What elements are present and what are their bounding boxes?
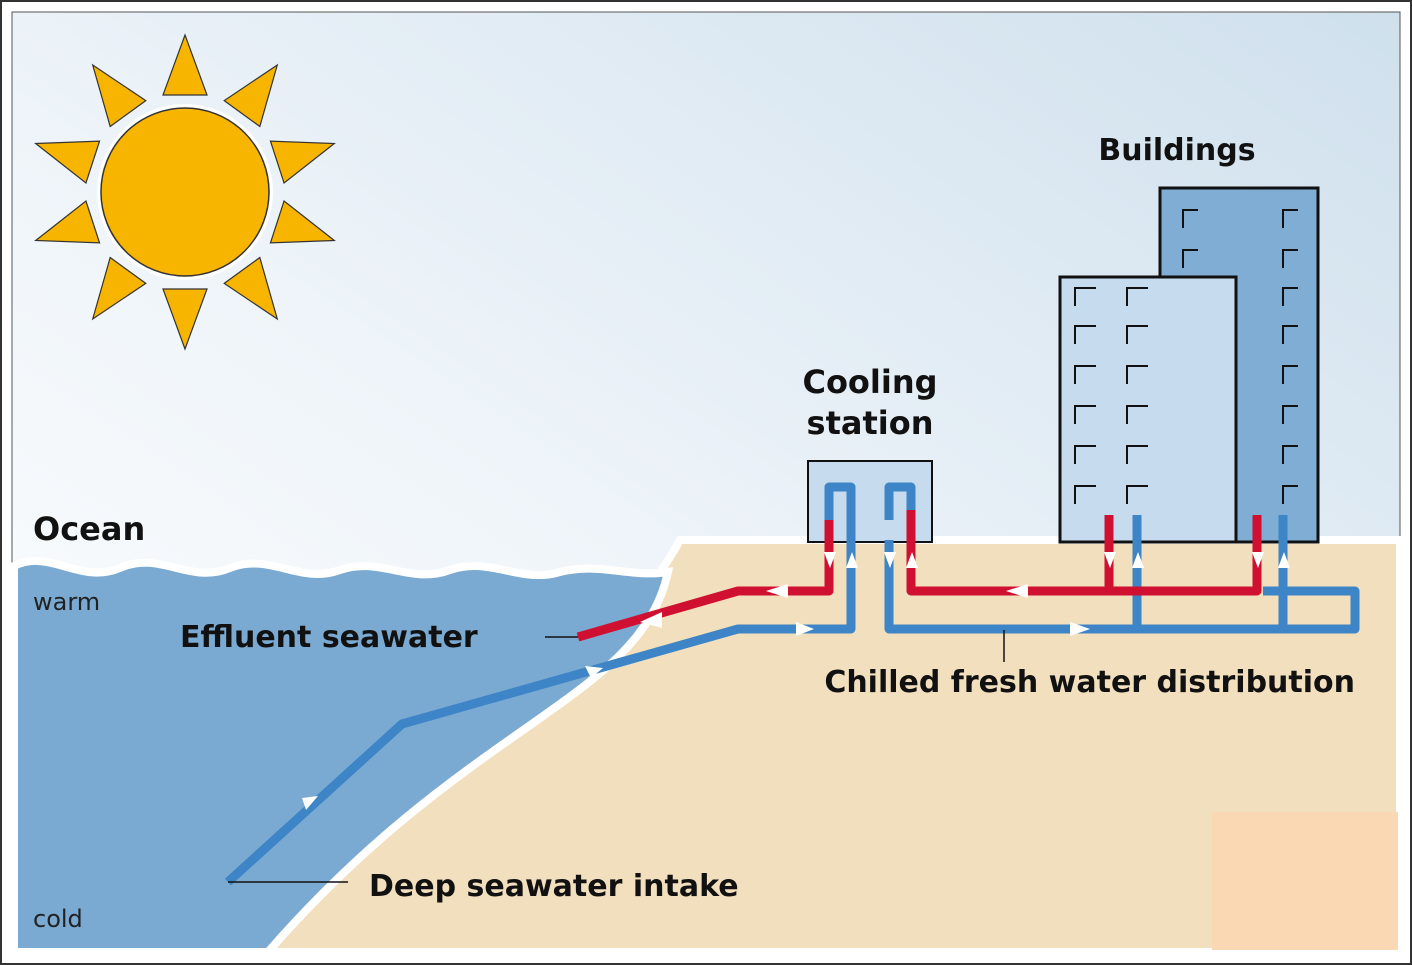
cooling-station-label-line2: station [807, 404, 934, 442]
cold-label: cold [33, 905, 83, 933]
sun-icon [34, 33, 336, 351]
leader-lines [228, 630, 1005, 883]
distribution-label: Chilled fresh water distribution [824, 665, 1355, 700]
building-front [1058, 275, 1238, 544]
flow-arrows [302, 552, 1290, 810]
cooling-station-label-line1: Cooling [802, 363, 937, 401]
warm-label: warm [33, 588, 100, 616]
deep-seawater-intake-label: Deep seawater intake [369, 869, 739, 904]
ocean-label: Ocean [33, 510, 145, 548]
cold-pipes [224, 482, 1360, 886]
ocean [10, 557, 674, 956]
buildings-label: Buildings [1098, 133, 1255, 168]
effluent-seawater-label: Effluent seawater [180, 620, 478, 655]
land-patch [1212, 812, 1398, 950]
